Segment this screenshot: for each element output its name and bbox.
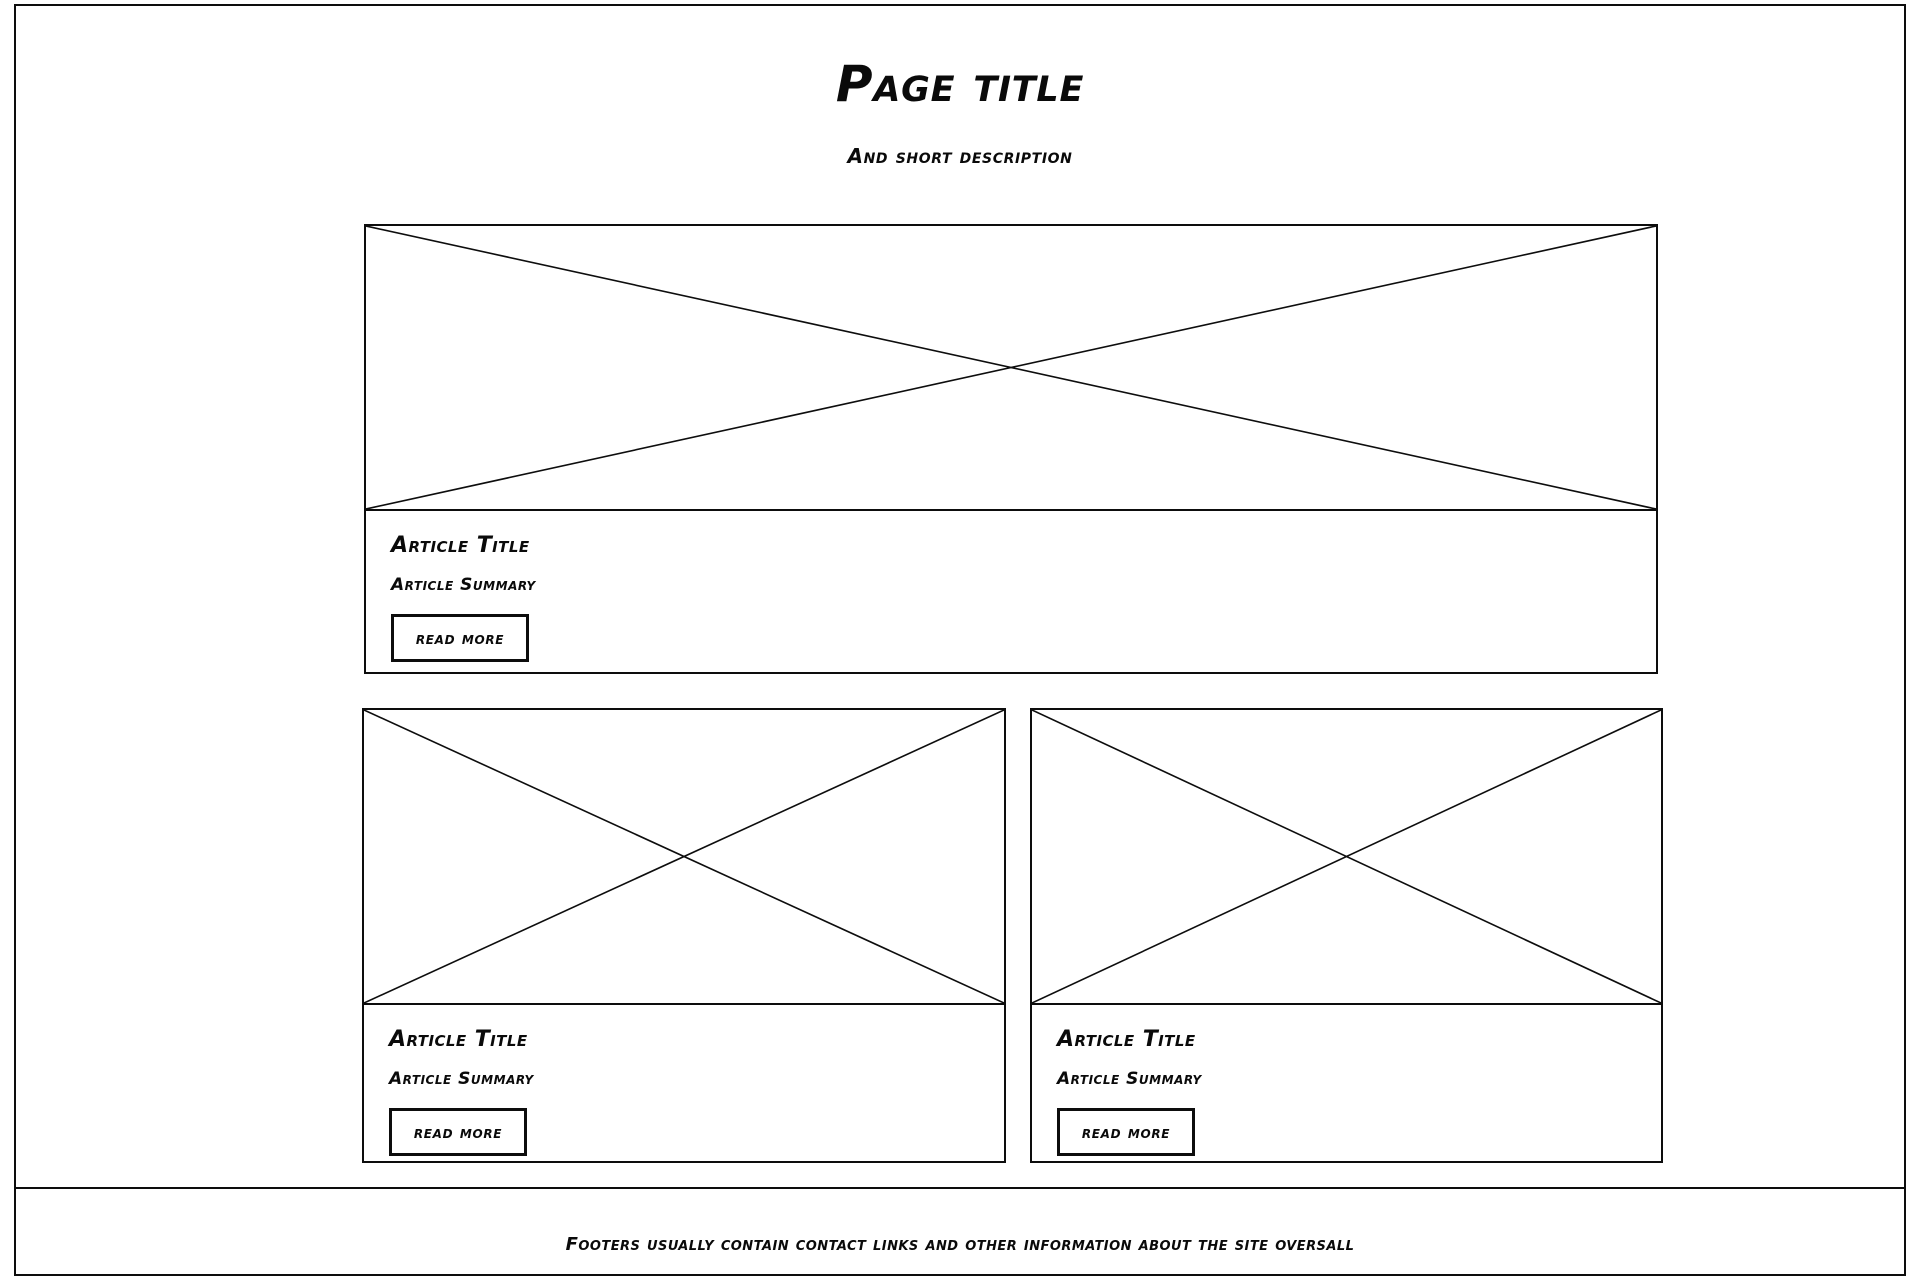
image-placeholder-cross — [366, 226, 1656, 511]
footer-divider — [16, 1187, 1904, 1189]
article-title: Article Title — [391, 533, 530, 558]
read-more-button[interactable]: read more — [1057, 1108, 1195, 1156]
footer-text: Footers usually contain contact links an… — [565, 1234, 1355, 1255]
article-card-right[interactable]: Article Title Article Summary read more — [1030, 708, 1663, 1163]
article-summary: Article Summary — [1057, 1069, 1202, 1089]
article-summary: Article Summary — [391, 575, 536, 595]
image-placeholder-cross — [364, 710, 1004, 1005]
card-body: Article Title Article Summary read more — [366, 511, 1656, 662]
image-placeholder-cross — [1032, 710, 1661, 1005]
read-more-button[interactable]: read more — [391, 614, 529, 662]
article-card-left[interactable]: Article Title Article Summary read more — [362, 708, 1006, 1163]
page-title: Page title — [835, 55, 1085, 113]
article-summary: Article Summary — [389, 1069, 534, 1089]
card-body: Article Title Article Summary read more — [364, 1005, 1004, 1156]
read-more-button[interactable]: read more — [389, 1108, 527, 1156]
page-subtitle: And short description — [847, 144, 1073, 168]
card-body: Article Title Article Summary read more — [1032, 1005, 1661, 1156]
article-title: Article Title — [1057, 1027, 1196, 1052]
article-title: Article Title — [389, 1027, 528, 1052]
page-frame: Page title And short description Article… — [14, 4, 1906, 1276]
article-card-hero[interactable]: Article Title Article Summary read more — [364, 224, 1658, 674]
